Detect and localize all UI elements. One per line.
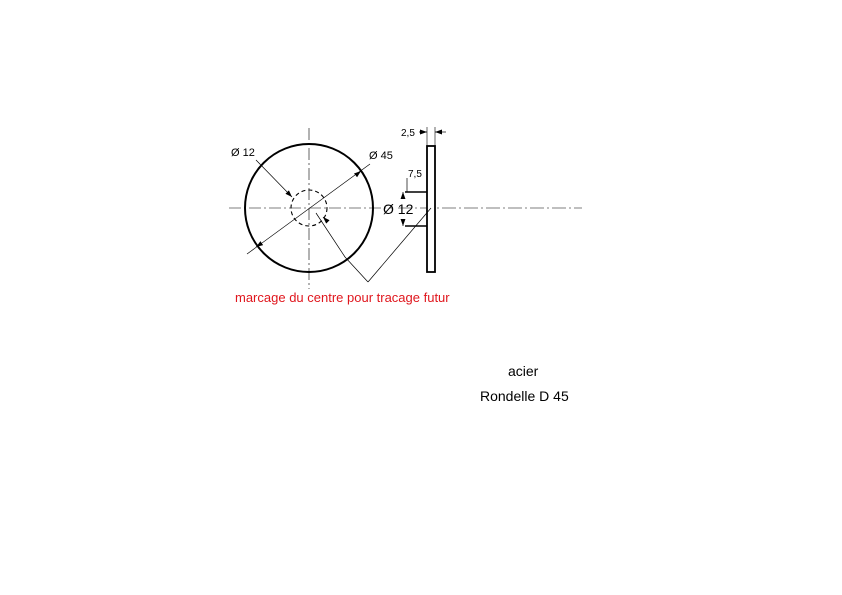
boss-offset-label: 7,5 <box>408 169 422 180</box>
side-view: Ø 12 7,5 2,5 <box>383 127 582 273</box>
outer-diameter-leader <box>246 163 371 255</box>
outer-diameter-arrow-top <box>354 170 362 178</box>
side-diameter-label: Ø 12 <box>383 201 414 217</box>
thickness-label: 2,5 <box>401 128 415 139</box>
callout-leader-side <box>367 207 432 283</box>
front-view: Ø 12 Ø 45 <box>229 128 393 289</box>
inner-diameter-leader-far <box>322 216 330 224</box>
washer-side-profile <box>426 145 436 273</box>
part-name-label: Rondelle D 45 <box>480 388 569 404</box>
inner-hole-circle <box>290 189 328 227</box>
outer-diameter-label: Ø 45 <box>369 150 393 162</box>
inner-diameter-leader <box>255 159 293 198</box>
outer-circle <box>244 143 374 273</box>
title-block: acier Rondelle D 45 <box>480 363 569 404</box>
callout-leader-front <box>315 212 369 283</box>
inner-diameter-label: Ø 12 <box>231 147 255 159</box>
center-marking-note: marcage du centre pour tracage futur <box>235 290 450 305</box>
outer-diameter-arrow-bottom <box>255 241 264 248</box>
center-marking-callout: marcage du centre pour tracage futur <box>235 207 450 305</box>
material-label: acier <box>508 363 539 379</box>
